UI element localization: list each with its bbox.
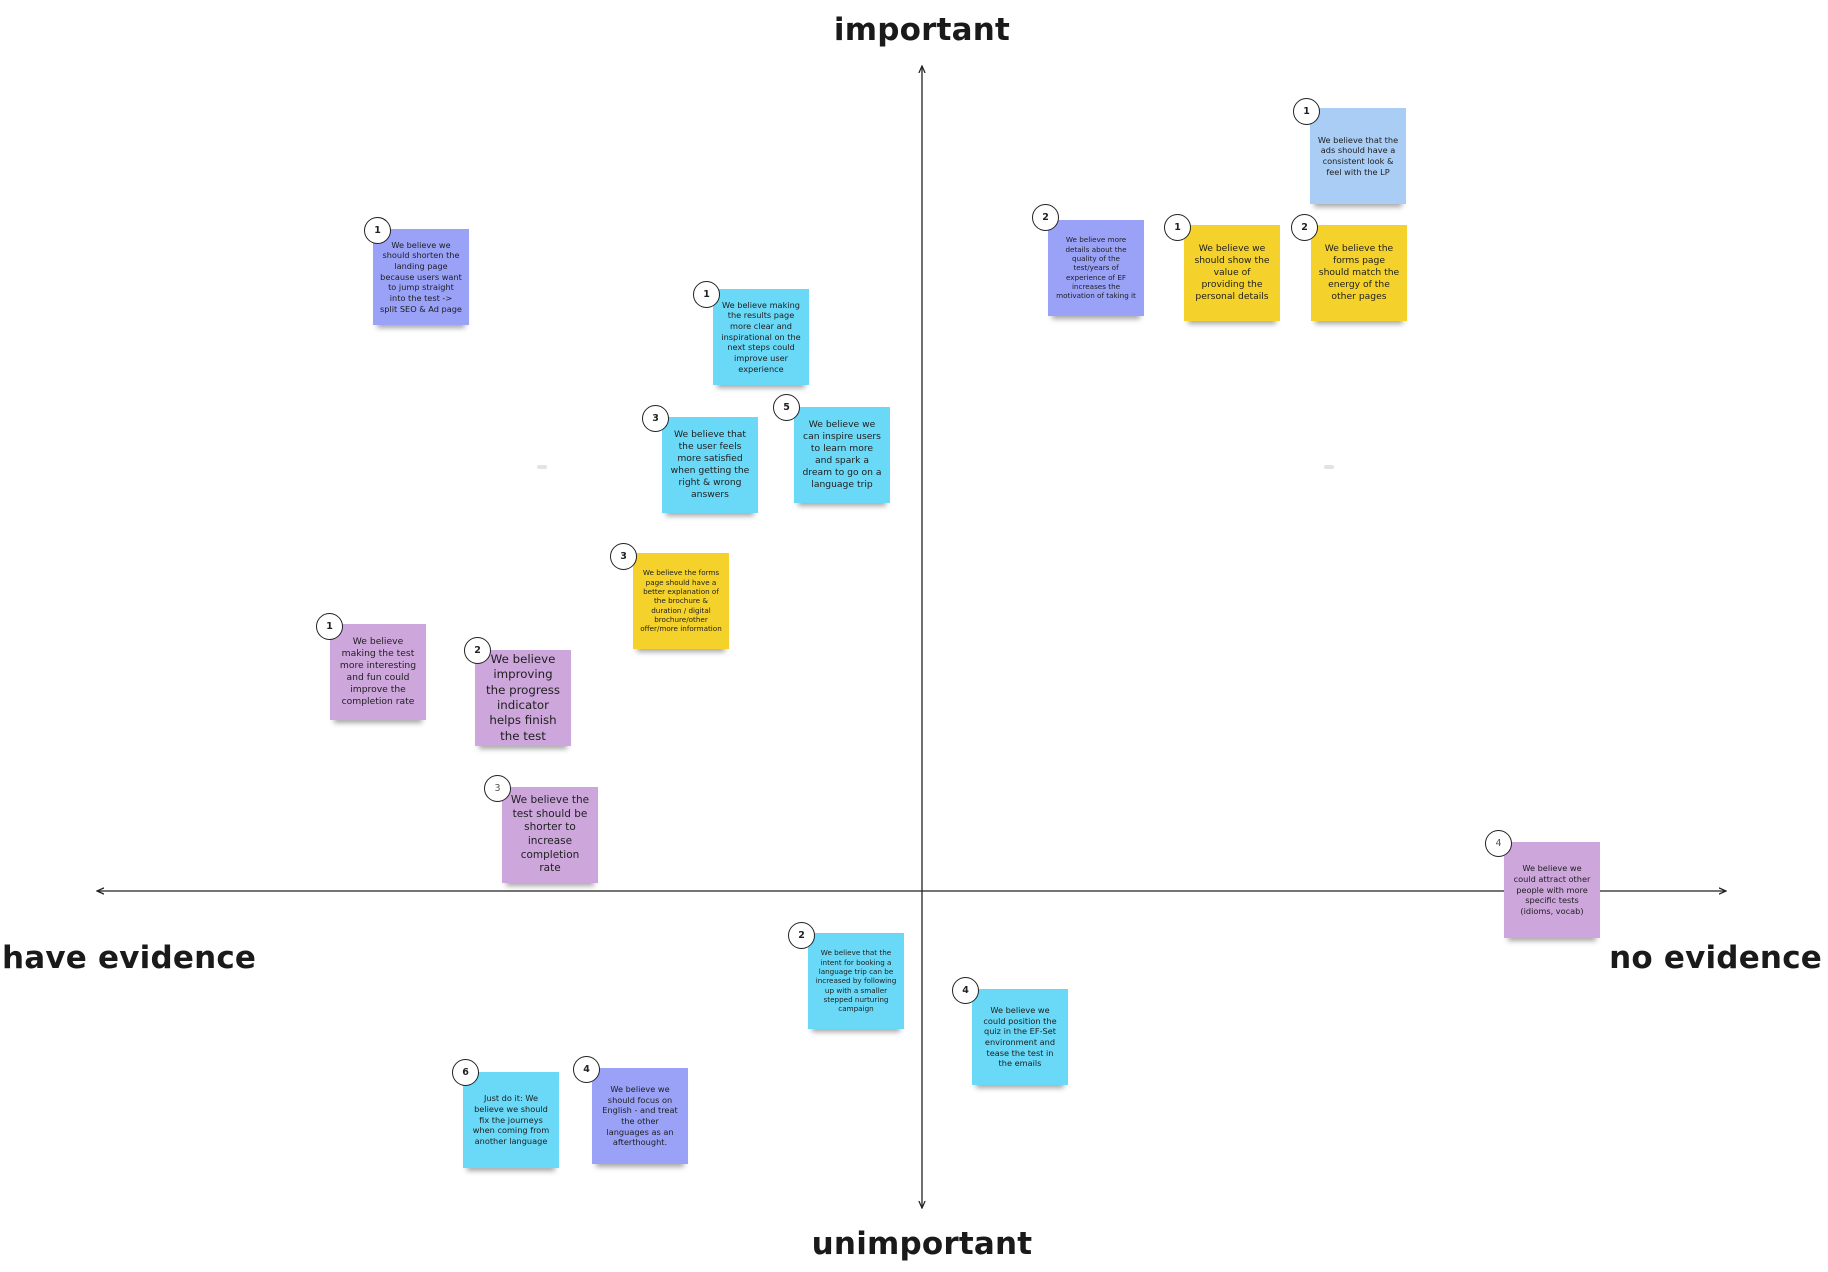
sticky-note-text: We believe we could attract other people…: [1513, 863, 1591, 916]
vote-count-badge: 3: [642, 405, 669, 432]
sticky-note-text: We believe we should show the value of p…: [1194, 243, 1270, 302]
sticky-note-text: We believe more details about the qualit…: [1056, 235, 1136, 301]
vote-count-badge: 1: [1293, 98, 1320, 125]
vote-count-badge: 2: [788, 922, 815, 949]
sticky-note[interactable]: We believe more details about the qualit…: [1048, 220, 1144, 316]
vote-count-badge: 1: [364, 217, 391, 244]
sticky-note-text: We believe that the ads should have a co…: [1317, 134, 1399, 177]
sticky-note-text: We believe that the user feels more sati…: [670, 429, 750, 500]
placeholder-mark: [537, 465, 547, 469]
sticky-note[interactable]: We believe that the ads should have a co…: [1310, 108, 1406, 204]
sticky-note[interactable]: We believe that the intent for booking a…: [808, 933, 904, 1029]
sticky-note[interactable]: We believe we should shorten the landing…: [373, 229, 469, 325]
sticky-note-text: We believe the forms page should have a …: [640, 568, 722, 634]
vote-count-badge: 2: [1032, 204, 1059, 231]
axis-label-no-evidence: no evidence: [1609, 940, 1822, 976]
sticky-note[interactable]: We believe we can inspire users to learn…: [794, 407, 890, 503]
sticky-note-text: We believe we should focus on English - …: [602, 1084, 678, 1148]
sticky-note[interactable]: We believe making the test more interest…: [330, 624, 426, 720]
sticky-note-text: We believe making the results page more …: [721, 299, 801, 374]
sticky-note[interactable]: We believe that the user feels more sati…: [662, 417, 758, 513]
sticky-note-text: We believe that the intent for booking a…: [815, 948, 897, 1014]
sticky-note-text: We believe the test should be shorter to…: [510, 794, 590, 875]
vote-count-badge: 2: [1291, 214, 1318, 241]
placeholder-mark: [1324, 465, 1334, 469]
vote-count-badge: 3: [610, 543, 637, 570]
sticky-note[interactable]: We believe we should focus on English - …: [592, 1068, 688, 1164]
sticky-note[interactable]: We believe the test should be shorter to…: [502, 787, 598, 883]
sticky-note[interactable]: We believe improving the progress indica…: [475, 650, 571, 746]
vote-count-badge: 3: [484, 775, 511, 802]
vote-count-badge: 4: [952, 977, 979, 1004]
sticky-note-text: Just do it: We believe we should fix the…: [472, 1093, 550, 1146]
sticky-note[interactable]: We believe the forms page should have a …: [633, 553, 729, 649]
sticky-note[interactable]: We believe we could position the quiz in…: [972, 989, 1068, 1085]
vote-count-badge: 6: [452, 1059, 479, 1086]
vote-count-badge: 1: [693, 281, 720, 308]
sticky-note-text: We believe we can inspire users to learn…: [802, 419, 882, 490]
axis-label-unimportant: unimportant: [811, 1226, 1033, 1262]
sticky-note-text: We believe improving the progress indica…: [485, 652, 561, 743]
vote-count-badge: 1: [1164, 214, 1191, 241]
axis-label-have-evidence: have evidence: [2, 940, 257, 976]
sticky-note[interactable]: We believe making the results page more …: [713, 289, 809, 385]
vote-count-badge: 4: [573, 1056, 600, 1083]
sticky-note-text: We believe making the test more interest…: [339, 636, 417, 707]
sticky-note-text: We believe the forms page should match t…: [1318, 243, 1400, 302]
vote-count-badge: 2: [464, 637, 491, 664]
axis-label-important: important: [833, 12, 1011, 48]
vote-count-badge: 1: [316, 613, 343, 640]
sticky-note[interactable]: We believe the forms page should match t…: [1311, 225, 1407, 321]
sticky-note[interactable]: We believe we should show the value of p…: [1184, 225, 1280, 321]
vote-count-badge: 4: [1485, 830, 1512, 857]
sticky-note[interactable]: We believe we could attract other people…: [1504, 842, 1600, 938]
sticky-note[interactable]: Just do it: We believe we should fix the…: [463, 1072, 559, 1168]
sticky-note-text: We believe we could position the quiz in…: [983, 1005, 1057, 1069]
vote-count-badge: 5: [773, 394, 800, 421]
sticky-note-text: We believe we should shorten the landing…: [380, 239, 462, 314]
